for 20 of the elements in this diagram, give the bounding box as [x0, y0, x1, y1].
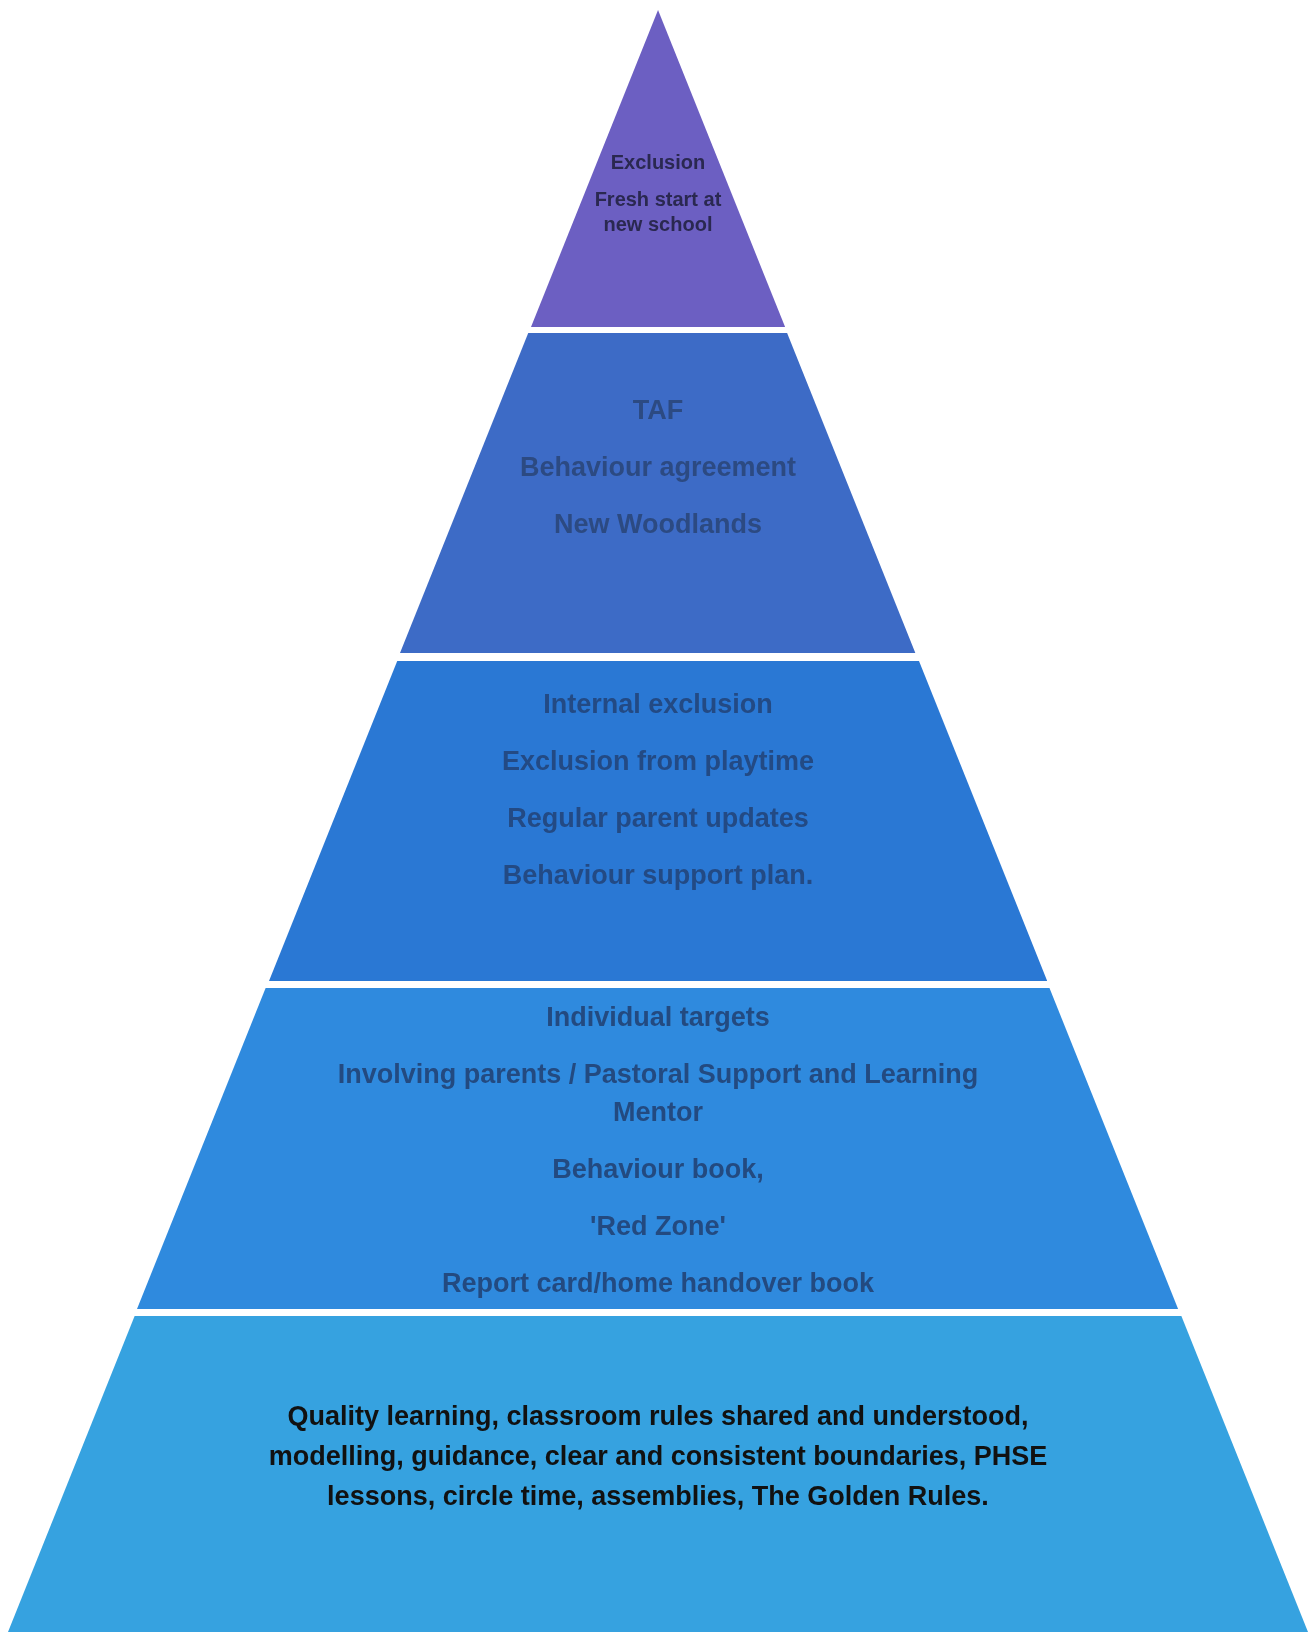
- tier-text: Individual targets: [546, 1001, 770, 1034]
- tier-text: Exclusion: [610, 150, 706, 175]
- pyramid-tier: [8, 1316, 1308, 1632]
- tier-text: Behaviour agreement: [519, 451, 797, 484]
- tier-text: Quality learning, classroom rules shared and understood, modelling, guidance, clear and consistent boundaries, PHSE lessons, circle time, assemblies, The Golden Rules.: [267, 1400, 1049, 1513]
- tier-text: Behaviour book,: [552, 1153, 764, 1186]
- tier-text: Report card/home handover book: [441, 1267, 874, 1300]
- tier-text: Internal exclusion: [543, 688, 773, 721]
- pyramid-tier: [137, 988, 1179, 1309]
- tier-text: Involving parents / Pastoral Support and Learning Mentor: [336, 1058, 980, 1129]
- tier-text: Behaviour support plan.: [502, 859, 814, 892]
- tier-text: 'Red Zone': [590, 1210, 726, 1243]
- pyramid-tier: [268, 661, 1048, 981]
- tier-text: Exclusion from playtime: [501, 745, 815, 778]
- pyramid-tier: [400, 333, 916, 653]
- tier-text: Fresh start at new school: [593, 187, 723, 237]
- tier-text: Regular parent updates: [507, 802, 809, 835]
- tier-text: TAF: [632, 394, 684, 427]
- tier-text: New Woodlands: [553, 508, 762, 541]
- pyramid-tier: [530, 10, 785, 327]
